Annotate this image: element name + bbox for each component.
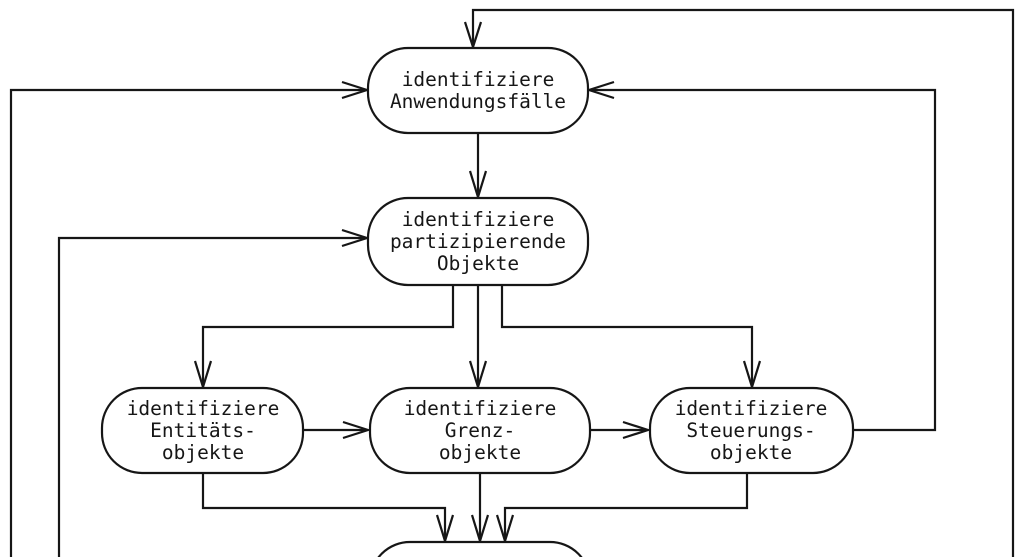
edge-left-inner-to-partizipierende (57, 236, 366, 557)
node-entitaetsobjekte-label-line3: objekte (162, 441, 244, 464)
node-grenzobjekte-shape (368, 386, 592, 475)
node-anwendungsfaelle-shape (366, 46, 590, 135)
edge-left-outer-to-anwendungsfaelle (9, 88, 366, 557)
node-partizipierende-shape (366, 196, 590, 287)
node-partizipierende-label-line3: Objekte (437, 252, 519, 275)
node-partizipierende-label-line1: identifiziere (402, 208, 555, 231)
node-steuerungsobjekte-label-line2: Steuerungs- (686, 419, 815, 442)
node-bottom-partial-shape (377, 540, 583, 557)
node-anwendungsfaelle-label-line1: identifiziere (402, 68, 555, 91)
node-entitaetsobjekte-shape (100, 386, 305, 475)
edge-entitaets-to-bottom (201, 473, 447, 539)
edge-steuerungs-to-bottom (503, 473, 749, 539)
node-entitaetsobjekte-label-line1: identifiziere (127, 397, 280, 420)
node-partizipierende-label-line2: partizipierende (390, 230, 566, 253)
node-steuerungsobjekte-shape (648, 386, 855, 475)
edge-outer-feedback-loop (471, 8, 1015, 557)
node-steuerungsobjekte-label-line3: objekte (710, 441, 792, 464)
edge-layer (9, 8, 1015, 557)
arrowhead-into-steuerungs-left (622, 420, 652, 440)
node-anwendungsfaelle: identifiziere Anwendungsfälle (366, 46, 590, 135)
node-grenzobjekte-label-line1: identifiziere (404, 397, 557, 420)
node-bottom-partial (377, 540, 583, 557)
node-steuerungsobjekte-label-line1: identifiziere (675, 397, 828, 420)
node-steuerungsobjekte: identifiziere Steuerungs- objekte (648, 386, 855, 475)
node-entitaetsobjekte: identifiziere Entitäts- objekte (100, 386, 305, 475)
edge-partizipierende-to-entitaets (201, 285, 455, 385)
node-partizipierende: identifiziere partizipierende Objekte (366, 196, 590, 287)
edge-partizipierende-to-steuerungs (500, 285, 754, 385)
node-entitaetsobjekte-label-line2: Entitäts- (150, 419, 256, 442)
node-grenzobjekte: identifiziere Grenz- objekte (368, 386, 592, 475)
node-anwendungsfaelle-label-line2: Anwendungsfälle (390, 90, 566, 113)
edge-steuerungs-to-anwendungsfaelle (590, 88, 937, 432)
arrowhead-into-grenz-left (342, 420, 372, 440)
node-grenzobjekte-label-line2: Grenz- (445, 419, 515, 442)
node-grenzobjekte-label-line3: objekte (439, 441, 521, 464)
node-layer: identifiziere Anwendungsfälle identifizi… (100, 46, 855, 557)
